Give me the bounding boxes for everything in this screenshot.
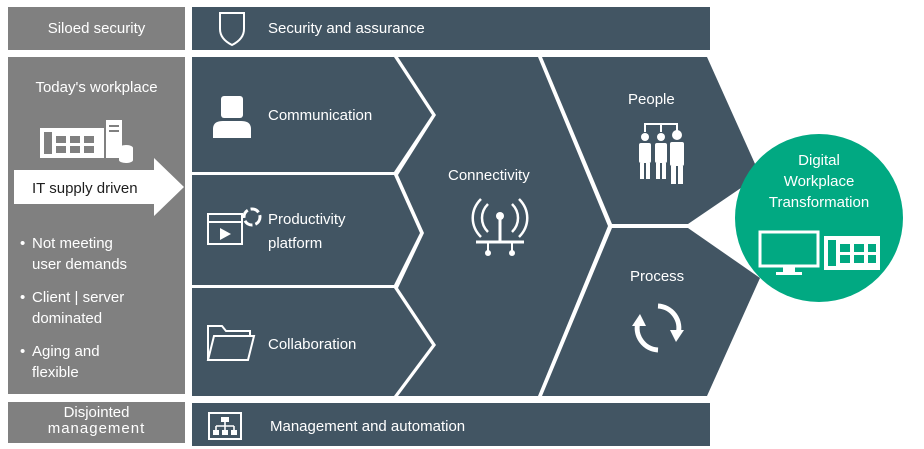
- disjointed-management-box: Disjointed management: [8, 402, 185, 443]
- collaboration-segment: [192, 288, 432, 396]
- people-segment: [542, 57, 760, 224]
- process-segment: [542, 228, 760, 396]
- antenna-icon: [471, 198, 529, 256]
- people-icon: [639, 123, 684, 184]
- digital-workplace-circle: [735, 134, 903, 302]
- refresh-cycle-icon: [632, 303, 684, 353]
- todays-workplace-box: [8, 57, 185, 394]
- disjointed-line-1: Disjointed: [63, 404, 130, 421]
- digital-workplace-label: Digital Workplace Transformation: [768, 152, 870, 211]
- productivity-label: Productivity platform: [268, 211, 346, 252]
- it-supply-label: IT supply driven: [32, 180, 138, 197]
- communication-segment: [192, 57, 432, 172]
- people-label: People: [628, 91, 675, 108]
- connectivity-segment: [398, 57, 608, 396]
- todays-workplace-title: Today's workplace: [35, 79, 158, 96]
- management-bar: [192, 403, 710, 446]
- communication-label: Communication: [268, 107, 373, 124]
- security-label: Security and assurance: [268, 20, 425, 37]
- folder-icon: [206, 325, 256, 361]
- disjointed-line-2: management: [47, 420, 146, 437]
- person-icon: [213, 96, 251, 138]
- siloed-security-label: Siloed security: [47, 20, 146, 37]
- collaboration-label: Collaboration: [268, 336, 357, 353]
- org-chart-icon: [208, 412, 242, 440]
- security-bar: [192, 7, 710, 50]
- video-platform-icon: [207, 207, 262, 245]
- devices-icon: [758, 230, 880, 275]
- it-supply-arrow: [14, 158, 184, 216]
- productivity-segment: [192, 175, 420, 285]
- siloed-security-box: Siloed security: [8, 7, 185, 50]
- legacy-devices-icon: [40, 120, 133, 163]
- management-label: Management and automation: [270, 418, 466, 435]
- shield-icon: [219, 12, 245, 47]
- connectivity-label: Connectivity: [448, 167, 530, 184]
- process-label: Process: [630, 268, 685, 285]
